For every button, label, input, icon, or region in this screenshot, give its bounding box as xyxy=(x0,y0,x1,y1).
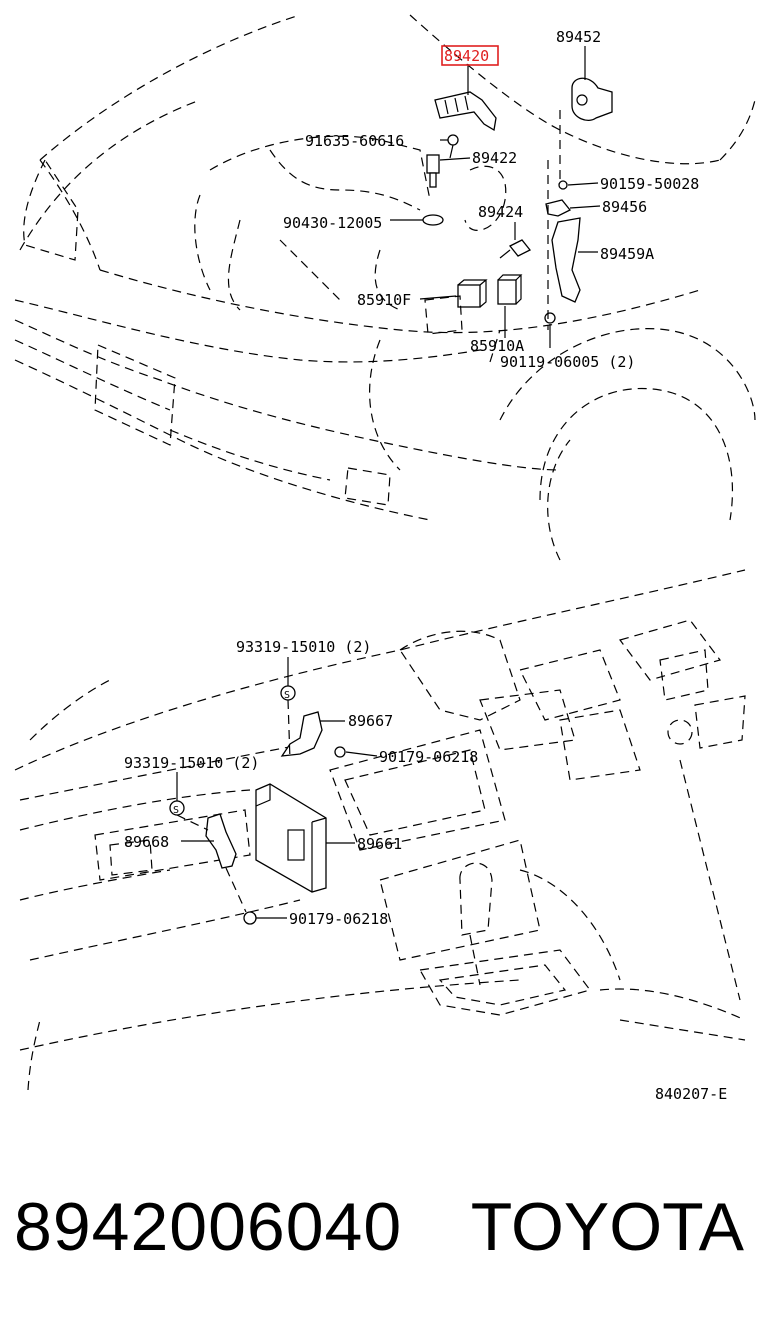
ecu-89661-drawing xyxy=(255,783,327,893)
part-89456-drawing xyxy=(545,199,572,217)
callout-89422[interactable]: 89422 xyxy=(472,149,517,167)
callout-85910A[interactable]: 85910A xyxy=(470,337,524,355)
part-89422-drawing xyxy=(426,154,440,188)
part-89424-drawing xyxy=(499,239,532,259)
callout-91635-60616[interactable]: 91635-60616 xyxy=(305,132,404,150)
relay-box-drawing xyxy=(424,295,463,335)
screw-93319b-drawing: S xyxy=(169,800,185,816)
relay-85910F-drawing xyxy=(457,279,488,308)
leader-lines-upper xyxy=(390,46,601,363)
bracket-89459A-drawing xyxy=(551,217,581,303)
highlight-box xyxy=(441,45,499,66)
svg-text:S: S xyxy=(284,690,290,701)
figure-code: 840207-E xyxy=(655,1085,727,1103)
svg-text:S: S xyxy=(173,805,179,816)
bolt-91635-drawing xyxy=(447,134,459,159)
nut-90119-drawing xyxy=(544,312,556,324)
callout-90430-12005[interactable]: 90430-12005 xyxy=(283,214,382,232)
callout-89459A[interactable]: 89459A xyxy=(600,245,654,263)
part-89452-drawing xyxy=(571,77,613,121)
bracket-89667-drawing xyxy=(280,711,323,757)
car-body-drawing xyxy=(14,14,756,561)
leader-lines-lower xyxy=(176,657,378,919)
callout-89420[interactable]: 89420 xyxy=(444,47,489,65)
parts-diagram: 89420 89452 91635-60616 89422 90159-5002… xyxy=(14,14,756,1103)
nut-90179a-drawing xyxy=(334,746,346,758)
dashboard-drawing xyxy=(14,569,746,1091)
callout-85910F[interactable]: 85910F xyxy=(357,291,411,309)
callout-93319-15010-left[interactable]: 93319-15010 (2) xyxy=(124,754,259,772)
callout-90179-06218-bottom[interactable]: 90179-06218 xyxy=(289,910,388,928)
brand-name: TOYOTA xyxy=(470,1189,744,1265)
callout-89661[interactable]: 89661 xyxy=(357,835,402,853)
callout-89424[interactable]: 89424 xyxy=(478,203,523,221)
callout-89668[interactable]: 89668 xyxy=(124,833,169,851)
callout-93319-15010-top[interactable]: 93319-15010 (2) xyxy=(236,638,371,656)
callout-90159-50028[interactable]: 90159-50028 xyxy=(600,175,699,193)
footer: 8942006040 TOYOTA xyxy=(0,1180,760,1290)
part-90430-drawing xyxy=(422,214,444,226)
part-number: 8942006040 xyxy=(14,1189,403,1265)
callout-89667[interactable]: 89667 xyxy=(348,712,393,730)
callout-89452[interactable]: 89452 xyxy=(556,28,601,46)
bolt-90159-drawing xyxy=(558,180,568,190)
nut-90179b-drawing xyxy=(243,911,257,925)
part-89420-drawing xyxy=(434,91,497,132)
screw-93319a-drawing: S xyxy=(280,685,296,701)
callout-90179-06218-top[interactable]: 90179-06218 xyxy=(379,748,478,766)
callout-89456[interactable]: 89456 xyxy=(602,198,647,216)
callout-90119-06005[interactable]: 90119-06005 (2) xyxy=(500,353,635,371)
relay-85910A-drawing xyxy=(497,274,523,305)
